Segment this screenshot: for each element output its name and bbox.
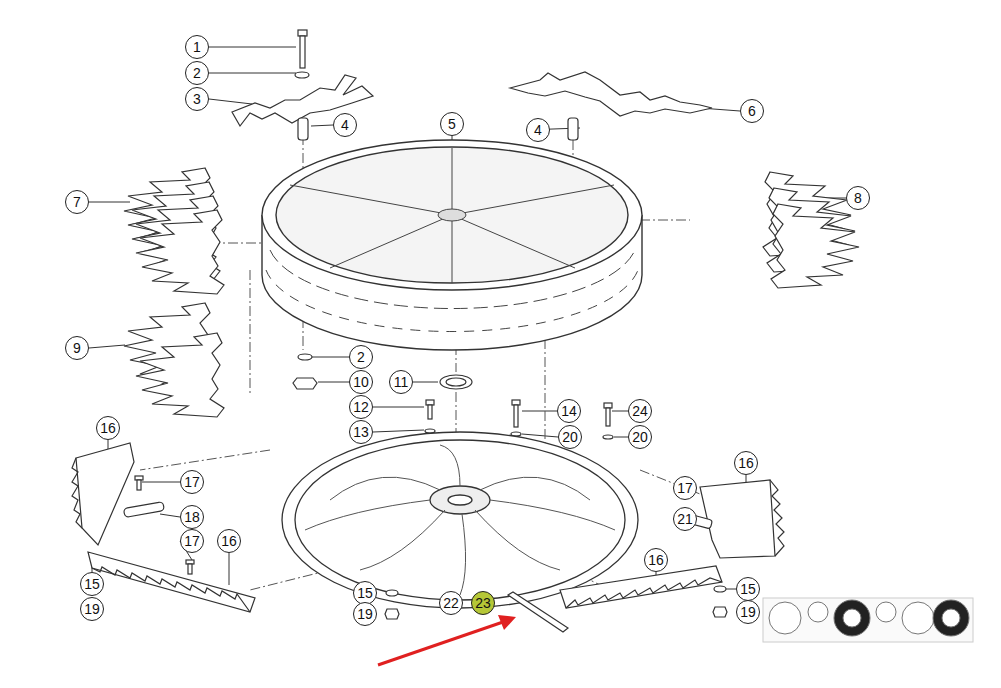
callout-number: 1 — [185, 35, 209, 59]
callout-number: 2 — [185, 61, 209, 85]
callout-number: 10 — [349, 370, 373, 394]
callout-number: 16 — [644, 548, 668, 572]
callout-number: 9 — [65, 336, 89, 360]
callout-number: 7 — [65, 190, 89, 214]
callout-number: 4 — [333, 113, 357, 137]
callout-number: 19 — [736, 600, 760, 624]
callout-number: 21 — [673, 507, 697, 531]
callout-number: 24 — [628, 399, 652, 423]
callout-number: 22 — [439, 591, 463, 615]
callout-number: 13 — [349, 420, 373, 444]
callout-number: 20 — [558, 425, 582, 449]
callout-number: 8 — [846, 186, 870, 210]
callout-number: 4 — [526, 118, 550, 142]
callout-number: 19 — [353, 602, 377, 626]
callout-number: 5 — [440, 112, 464, 136]
callout-number: 16 — [217, 529, 241, 553]
callout-number: 15 — [80, 572, 104, 596]
callout-number: 3 — [185, 87, 209, 111]
callout-number: 15 — [736, 577, 760, 601]
callout-number: 2 — [349, 345, 373, 369]
callout-number: 12 — [349, 395, 373, 419]
callout-number: 23 — [471, 591, 495, 615]
callout-number: 17 — [673, 476, 697, 500]
callout-number: 16 — [734, 451, 758, 475]
callout-number: 18 — [180, 505, 204, 529]
callout-number: 17 — [180, 470, 204, 494]
callout-number: 17 — [180, 529, 204, 553]
callout-number: 11 — [389, 370, 413, 394]
callout-number: 6 — [740, 99, 764, 123]
callout-number: 20 — [628, 425, 652, 449]
callout-number: 16 — [96, 416, 120, 440]
callout-number: 19 — [80, 597, 104, 621]
callout-number: 14 — [557, 399, 581, 423]
